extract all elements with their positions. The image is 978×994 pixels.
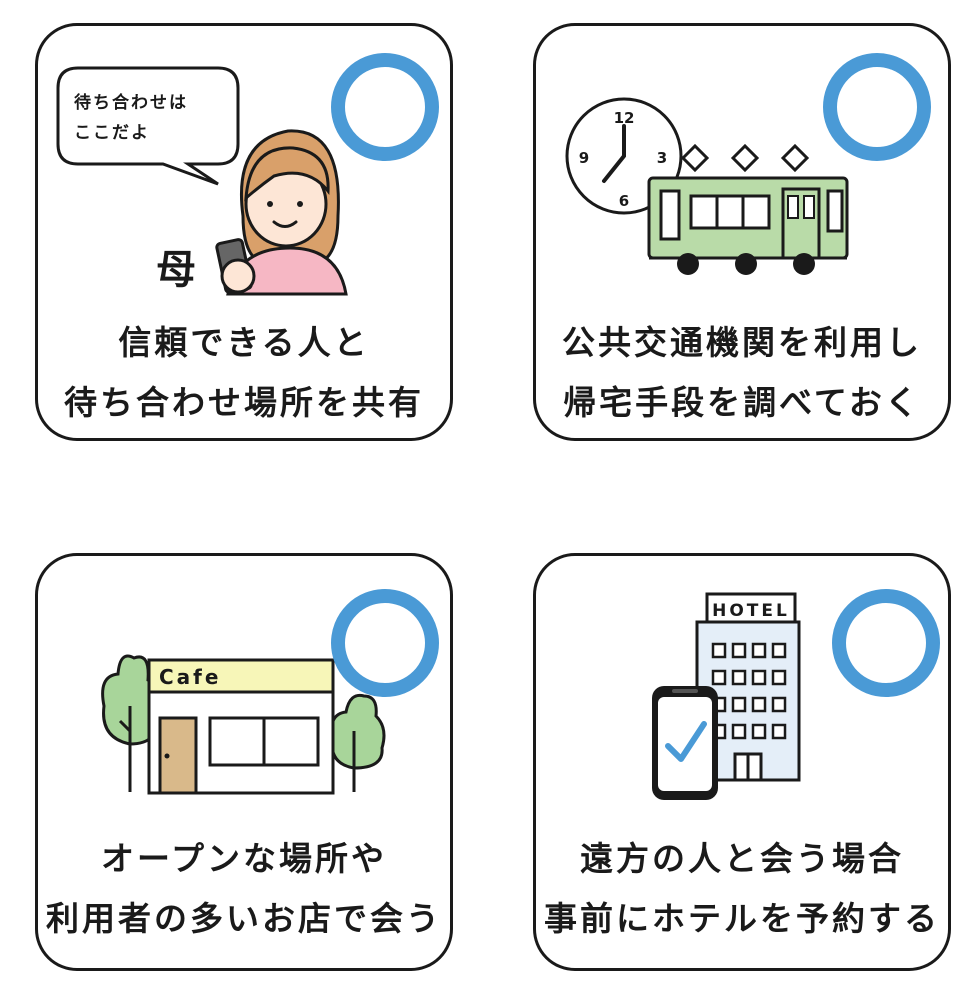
cafe-door	[158, 716, 198, 795]
clock-number-9: 9	[579, 149, 589, 167]
caption-line-1: 遠方の人と会う場合	[580, 839, 904, 878]
cafe-sign-text: Cafe	[159, 665, 221, 689]
checkmark-icon	[665, 721, 707, 762]
card-hotel: HOTEL 遠方の人と会う場合 事前にホテルを予約する	[533, 553, 951, 971]
card-caption: 公共交通機関を利用し 帰宅手段を調べておく	[536, 313, 948, 433]
cafe-sign	[147, 658, 335, 694]
speech-bubble-line-2: ここだよ	[74, 123, 150, 143]
hotel-sign-text: HOTEL	[712, 601, 790, 621]
caption-line-1: オープンな場所や	[100, 839, 388, 878]
clock-number-3: 3	[657, 149, 667, 167]
caption-line-2: 帰宅手段を調べておく	[563, 383, 921, 422]
speech-bubble-line-1: 待ち合わせは	[74, 92, 188, 113]
woman-phone-illustration: 待ち合わせは ここだよ 母	[56, 66, 348, 296]
clock-number-12: 12	[614, 109, 635, 127]
card-caption: 遠方の人と会う場合 事前にホテルを予約する	[536, 829, 948, 949]
card-caption: 信頼できる人と 待ち合わせ場所を共有	[38, 313, 450, 433]
caption-line-1: 信頼できる人と	[118, 323, 370, 362]
hair-fringe	[244, 146, 330, 202]
card-caption: オープンな場所や 利用者の多いお店で会う	[38, 829, 450, 949]
clock-train-illustration: 12 3 6 9	[565, 97, 849, 275]
card-transport: 12 3 6 9 公共交通機関を利用し 帰宅手段を調べておく	[533, 23, 951, 441]
hotel-phone-illustration: HOTEL	[652, 592, 801, 800]
ok-circle-icon	[823, 53, 931, 161]
speech-bubble	[56, 66, 240, 186]
card-open-place: Cafe オープンな場所や 利用者の多いお店で会う	[35, 553, 453, 971]
tree-right	[329, 693, 386, 770]
cafe-illustration: Cafe	[101, 654, 386, 795]
card-meet-trusted: 待ち合わせは ここだよ 母 信頼できる人と 待ち合わせ場所を共有	[35, 23, 453, 441]
caption-line-2: 利用者の多いお店で会う	[46, 899, 442, 938]
clock-number-6: 6	[619, 192, 629, 210]
ok-circle-icon	[331, 589, 439, 697]
ok-circle-icon	[331, 53, 439, 161]
hand	[220, 258, 256, 294]
caption-line-2: 事前にホテルを予約する	[544, 899, 940, 938]
caption-line-1: 公共交通機関を利用し	[562, 323, 922, 362]
ok-circle-icon	[832, 589, 940, 697]
mother-label: 母	[156, 247, 196, 293]
caption-line-2: 待ち合わせ場所を共有	[64, 383, 424, 422]
